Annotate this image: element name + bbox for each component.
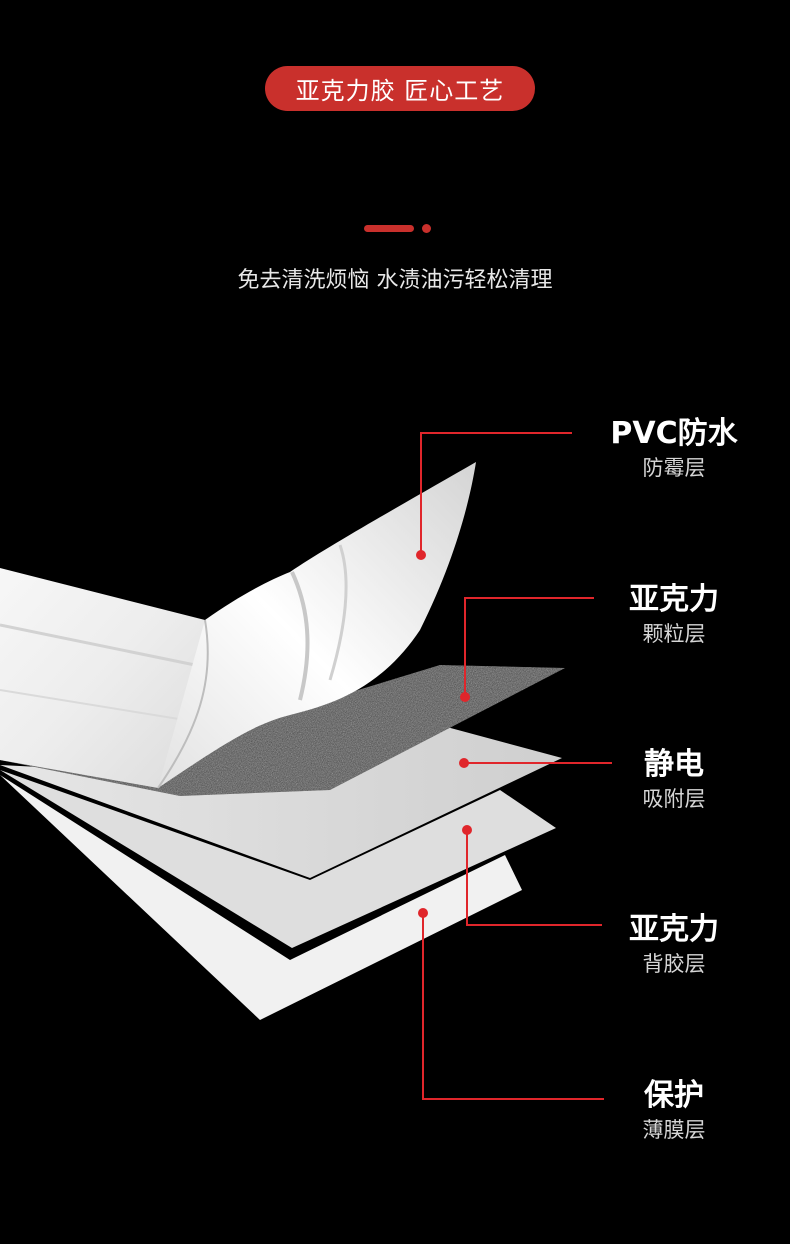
layer-title: 保护: [644, 1078, 704, 1113]
backing-adhesive-layer: [0, 770, 556, 948]
divider-dot: [422, 224, 431, 233]
layer-subtitle: 防霉层: [642, 456, 706, 480]
layer-subtitle: 薄膜层: [642, 1118, 706, 1142]
layer-title: 亚克力: [629, 912, 719, 947]
protective-film-layer: [0, 775, 522, 1020]
layer-label-pvc: PVC防水 防霉层: [589, 416, 759, 484]
static-cling-layer: [0, 723, 562, 878]
title-badge: 亚克力胶 匠心工艺: [265, 66, 535, 111]
pvc-strip: [0, 568, 205, 788]
layer-subtitle: 颗粒层: [642, 622, 706, 646]
layer-label-static: 静电 吸附层: [589, 747, 759, 815]
layer-title: PVC防水: [610, 416, 738, 451]
leader-lines: [420, 432, 612, 1100]
leader-dots: [416, 550, 472, 918]
pvc-curl: [158, 462, 476, 788]
page-subtitle: 免去清洗烦恼 水渍油污轻松清理: [237, 268, 553, 293]
layer-title: 亚克力: [629, 582, 719, 617]
divider-dash: [364, 225, 414, 232]
layer-label-film: 保护 薄膜层: [589, 1078, 759, 1146]
title-badge-text: 亚克力胶 匠心工艺: [295, 77, 505, 105]
layer-subtitle: 吸附层: [642, 787, 706, 811]
layer-label-backing: 亚克力 背胶层: [589, 912, 759, 980]
layer-title: 静电: [644, 747, 704, 782]
layer-label-granule: 亚克力 颗粒层: [589, 582, 759, 650]
layer-subtitle: 背胶层: [642, 952, 706, 976]
